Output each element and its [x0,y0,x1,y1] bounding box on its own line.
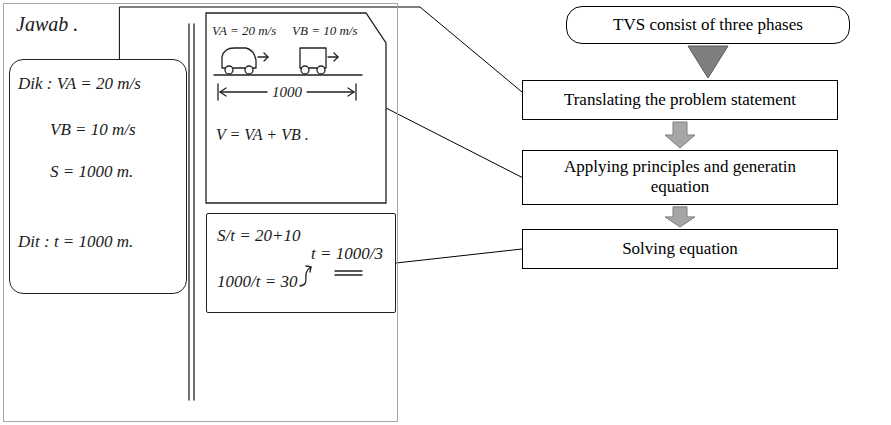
result-underline [335,274,362,275]
handwritten-text: V = VA + VB . [216,125,309,144]
handwritten-text: S/t = 20+10 [217,226,300,246]
handwritten-text: Dik : VA = 20 m/s [18,74,141,94]
handwritten-text: VA = 20 m/s [212,23,276,39]
phase-label: TVS consist of three phases [613,15,803,35]
road-line [214,74,362,75]
sketch-outline [206,13,386,203]
handwritten-text: VB = 10 m/s [50,120,136,140]
sketch-box: VA = 20 m/s VB = 10 m/s 1000 V = VA + VB . [206,13,386,203]
phase-label: Translating the problem statement [564,90,796,110]
direction-arrow [264,53,268,61]
calculation-box: S/t = 20+10 1000/t = 30 t = 1000/3 [206,213,396,313]
given-box: Dik : VA = 20 m/s VB = 10 m/s S = 1000 m. D… [9,59,187,294]
handwritten-text: VB = 10 m/s [292,23,357,39]
direction-arrow [334,53,338,61]
direction-arrow [258,56,268,57]
handwritten-text: 1000/t = 30 [217,272,297,292]
car-a [222,48,256,68]
leader-line [119,7,522,92]
handwritten-text: 1000 [272,83,302,101]
phase-label: Applying principles and generatin equati… [533,157,827,198]
answer-panel: Jawab . Dik : VA = 20 m/s VB = 10 m/s S = 1… [3,3,398,422]
dimension-line [220,91,267,92]
handwritten-text: Jawab . [16,12,78,36]
dimension-arrow [348,88,354,96]
phase-box: Applying principles and generatin equati… [522,150,838,205]
phase-label: Solving equation [622,239,738,259]
car-wheel [225,66,233,74]
flow-arrow [665,207,695,227]
direction-arrow [328,56,338,57]
car-wheel [245,66,253,74]
phase-box: Translating the problem statement [522,80,838,120]
dimension-tick [217,84,218,100]
car-wheel [301,66,309,74]
result-arrow [306,266,311,272]
phase-box: Solving equation [522,229,838,269]
handwritten-text: t = 1000/3 [311,244,383,264]
flow-arrow [688,46,728,78]
leader-line [386,108,522,177]
dimension-tick [355,84,356,100]
handwritten-text: S = 1000 m. [50,162,133,182]
phase-title: TVS consist of three phases [566,6,850,44]
result-underline [335,270,362,271]
sketch-outline [206,13,386,203]
divider-line [193,24,194,400]
divider-line [188,24,189,400]
handwritten-text: Dit : t = 1000 m. [18,232,133,252]
flow-arrow [665,122,695,148]
dimension-arrow [220,88,226,96]
car-wheel [317,66,325,74]
leader-line [396,249,522,263]
car-b [300,48,326,68]
result-arrow [300,267,311,286]
dimension-line [307,91,354,92]
